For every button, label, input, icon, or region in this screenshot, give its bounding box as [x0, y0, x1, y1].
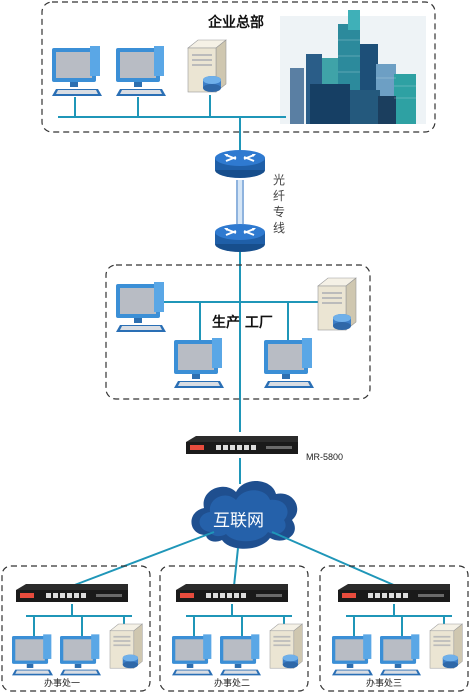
headquarters-zone [41, 1, 436, 133]
factory-pc-2 [174, 338, 224, 388]
office-2-pc-2 [220, 634, 261, 676]
office-3-pc-1 [332, 634, 373, 676]
office-3-pc-2 [380, 634, 421, 676]
office-3-label: 办事处三 [366, 679, 403, 689]
fiber-char-2: 纤 [272, 189, 285, 203]
fiber-link-label: 光 纤 专 线 [272, 172, 286, 236]
office-zone-3 [319, 565, 469, 692]
internet-cloud [191, 480, 298, 549]
office-1-label: 办事处一 [44, 679, 81, 689]
factory-router [214, 223, 266, 253]
core-gateway-device [186, 436, 298, 454]
office-3-gateway [338, 584, 450, 602]
factory-pc-3 [264, 338, 314, 388]
office-zone-2 [159, 565, 309, 692]
factory-zone [105, 264, 371, 400]
hq-server [187, 39, 227, 93]
hq-router [214, 149, 266, 179]
hq-pc-2 [116, 46, 166, 96]
headquarters-label: 企业总部 [208, 15, 264, 31]
office-2-gateway [176, 584, 288, 602]
office-1-pc-2 [60, 634, 101, 676]
factory-pc-1 [116, 282, 166, 332]
fiber-char-1: 光 [272, 173, 285, 187]
core-device-model: MR-5800 [306, 452, 344, 462]
office-1-server [109, 623, 143, 669]
skyline-image [280, 10, 426, 124]
office-1-pc-1 [12, 634, 53, 676]
factory-label: 生产 工厂 [212, 315, 273, 331]
office-zone-1 [1, 565, 151, 692]
internet-label: 互联网 [213, 511, 264, 531]
hq-pc-1 [52, 46, 102, 96]
fiber-char-3: 专 [272, 205, 285, 219]
office-1-gateway [16, 584, 128, 602]
office-2-label: 办事处二 [214, 679, 251, 689]
office-2-server [269, 623, 303, 669]
factory-server [317, 277, 357, 331]
fiber-char-4: 线 [272, 221, 285, 235]
office-2-pc-1 [172, 634, 213, 676]
office-3-server [429, 623, 463, 669]
